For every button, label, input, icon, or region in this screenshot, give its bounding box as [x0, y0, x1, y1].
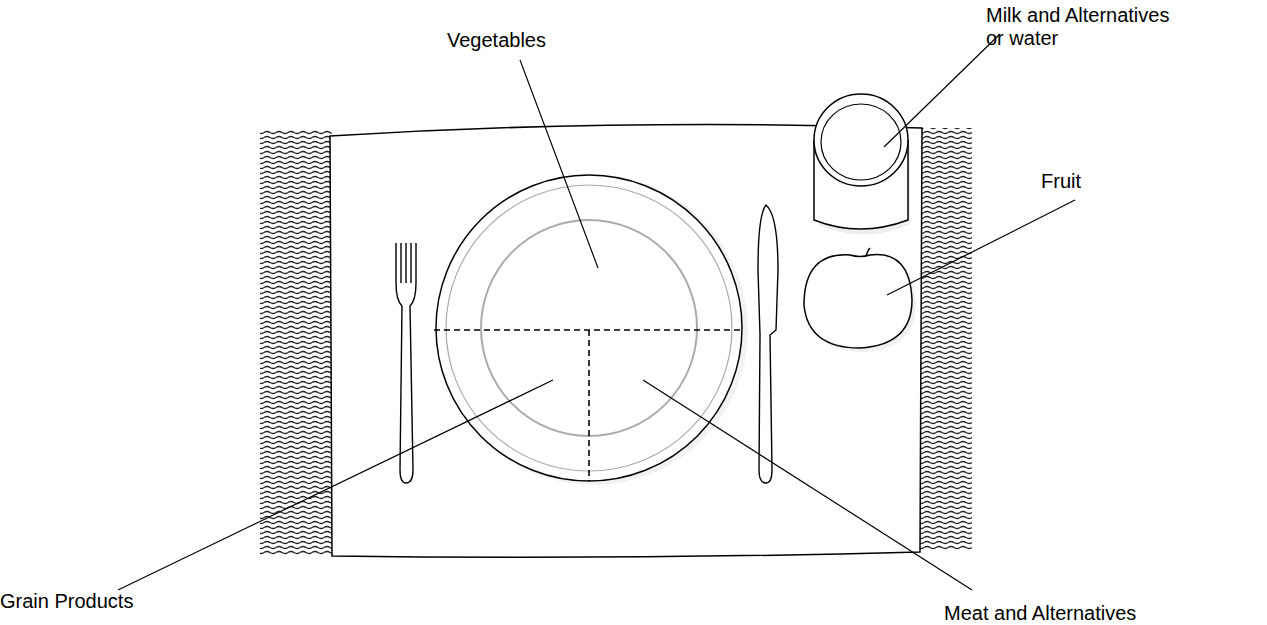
knife [758, 205, 778, 483]
leader-line [887, 200, 1075, 295]
food-group-label: Grain Products [0, 590, 180, 613]
plate-rim [446, 185, 732, 471]
placemat [330, 124, 922, 557]
apple [804, 255, 912, 348]
plate [436, 175, 742, 481]
plate-divider [588, 330, 590, 481]
leader-line [118, 380, 553, 590]
food-group-label: Meat and Alternatives [944, 602, 1204, 625]
apple-stem [866, 248, 870, 256]
leader-line [884, 34, 1000, 147]
mat-fringe [918, 128, 972, 550]
glass-rim [814, 94, 908, 186]
leader-line [643, 380, 972, 590]
food-group-label: Fruit [1041, 170, 1141, 193]
leader-line [520, 60, 598, 268]
food-group-label: Milk and Alternatives or water [986, 4, 1186, 50]
food-group-label: Vegetables [447, 29, 607, 52]
